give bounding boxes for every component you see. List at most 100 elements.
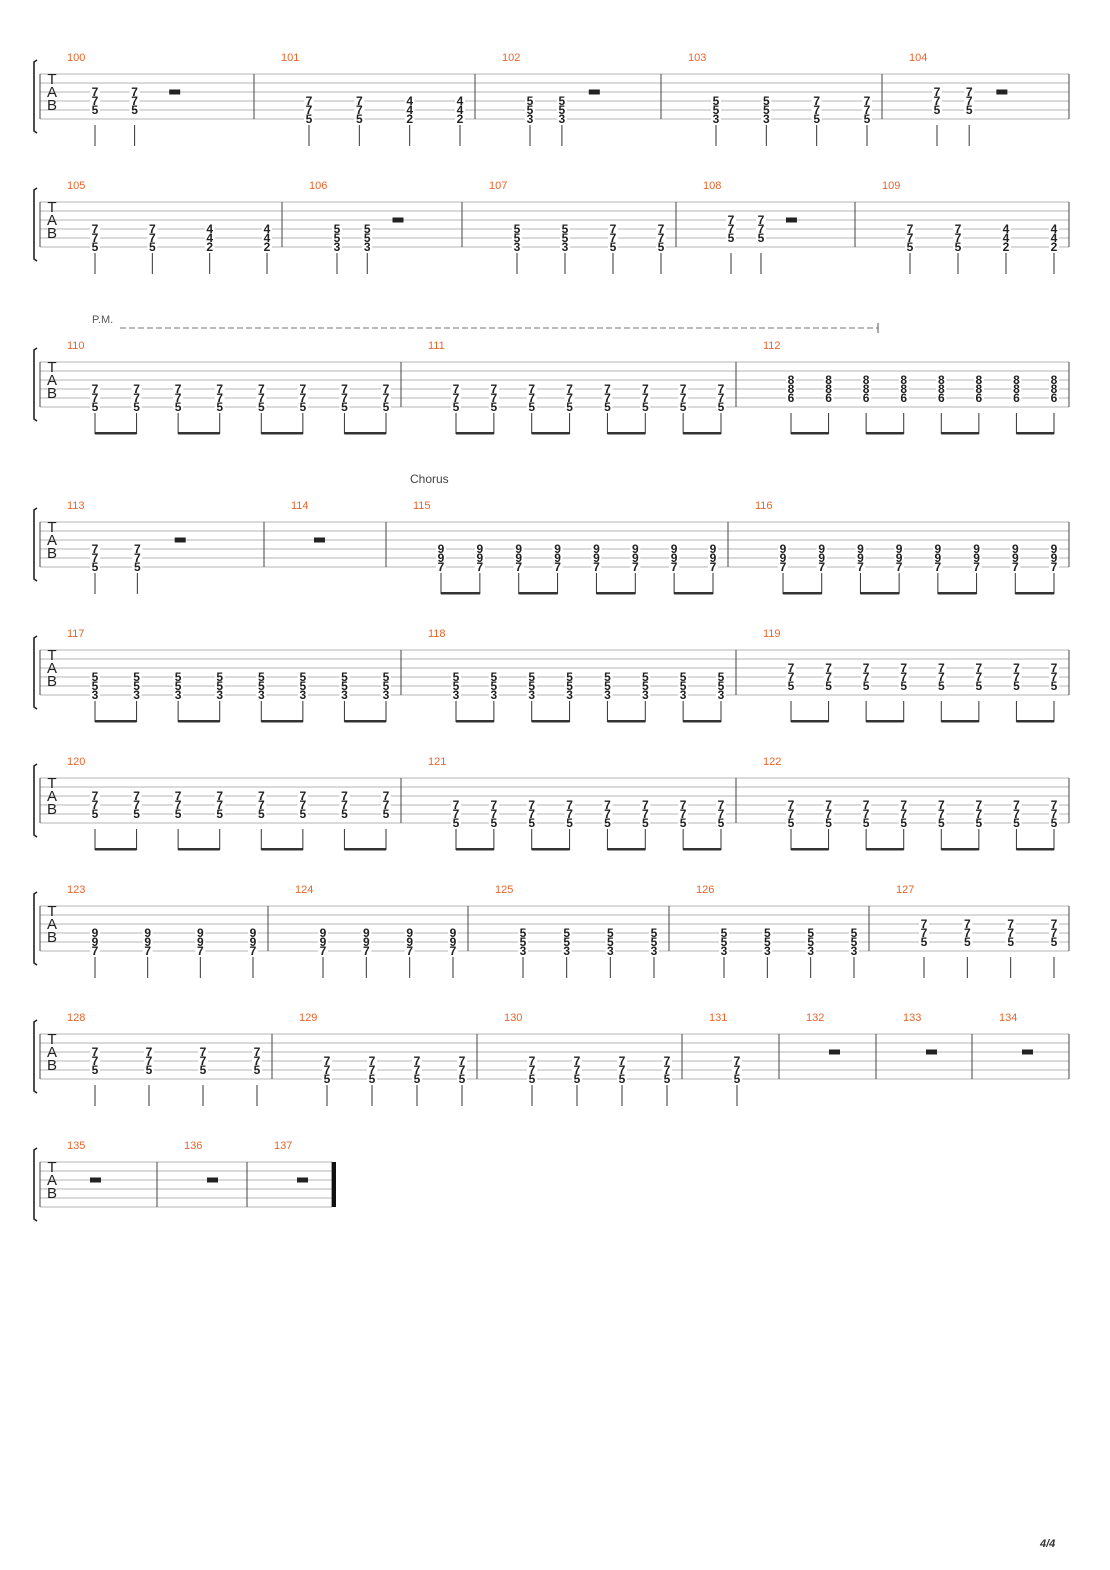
fret-number: 7 — [788, 670, 795, 684]
fret-background — [617, 1074, 627, 1084]
fret-background — [953, 224, 963, 234]
fret-background — [894, 544, 905, 554]
fret-background — [640, 402, 651, 412]
fret-background — [381, 393, 391, 403]
fret-background — [564, 690, 575, 700]
fret-background — [716, 393, 726, 403]
fret-background — [964, 105, 975, 115]
fret-background — [297, 672, 308, 682]
eighth-beam — [941, 720, 979, 723]
fret-background — [332, 233, 342, 243]
fret-background — [932, 544, 943, 554]
fret-number: 5 — [300, 400, 307, 414]
fret-number: 7 — [680, 798, 687, 812]
fret-number: 7 — [938, 670, 945, 684]
fret-number: 5 — [1013, 816, 1020, 830]
fret-number: 7 — [92, 382, 99, 396]
fret-background — [678, 818, 689, 828]
fret-number: 5 — [216, 807, 223, 821]
fret-background — [1005, 919, 1016, 929]
measure-number: 129 — [299, 1012, 317, 1024]
measure-number: 130 — [504, 1012, 522, 1024]
fret-number: 5 — [680, 670, 687, 684]
fret-background — [214, 681, 225, 691]
section-label: Chorus — [410, 472, 449, 486]
measure-number: 103 — [688, 52, 706, 64]
fret-background — [973, 809, 984, 819]
fret-background — [322, 1065, 332, 1075]
fret-number: 5 — [258, 679, 265, 693]
fret-background — [894, 553, 905, 563]
fret-background — [1049, 937, 1059, 947]
fret-background — [811, 114, 822, 124]
fret-number: 7 — [92, 542, 99, 556]
fret-number: 7 — [566, 807, 573, 821]
fret-background — [669, 562, 680, 572]
eighth-beam — [683, 720, 721, 723]
eighth-beam — [607, 848, 646, 851]
fret-number: 5 — [149, 240, 156, 254]
fret-number: 7 — [864, 94, 871, 108]
eighth-beam — [674, 592, 713, 595]
fret-background — [1011, 375, 1022, 385]
fret-background — [488, 402, 499, 412]
fret-number: 7 — [200, 1045, 207, 1059]
fret-number: 7 — [934, 94, 941, 108]
fret-background — [144, 1065, 154, 1075]
fret-background — [811, 105, 822, 115]
fret-number: 7 — [453, 798, 460, 812]
fret-number: 7 — [341, 789, 348, 803]
fret-number: 5 — [680, 400, 687, 414]
fret-background — [564, 681, 575, 691]
fret-background — [214, 690, 225, 700]
fret-background — [905, 224, 915, 234]
fret-background — [608, 233, 618, 243]
fret-background — [512, 242, 522, 252]
fret-background — [173, 791, 184, 801]
fret-background — [630, 562, 641, 572]
fret-number: 9 — [92, 926, 99, 940]
fret-background — [591, 553, 602, 563]
fret-background — [560, 242, 570, 252]
fret-number: 5 — [807, 935, 814, 949]
fret-background — [436, 562, 446, 572]
fret-number: 7 — [459, 1054, 466, 1068]
fret-background — [898, 681, 909, 691]
fret-number: 3 — [514, 240, 521, 254]
fret-background — [708, 562, 718, 572]
tab-clef-letter: B — [47, 1185, 57, 1202]
fret-background — [90, 690, 100, 700]
fret-number: 7 — [1051, 917, 1058, 931]
fret-background — [381, 809, 391, 819]
eighth-beam — [941, 432, 979, 435]
fret-number: 9 — [477, 551, 484, 565]
fret-background — [90, 384, 100, 394]
fret-background — [297, 809, 308, 819]
fret-background — [630, 553, 641, 563]
eighth-beam — [791, 720, 829, 723]
fret-background — [1011, 809, 1022, 819]
fret-number: 9 — [1051, 542, 1058, 556]
fret-background — [404, 96, 415, 106]
fret-number: 9 — [438, 551, 445, 565]
fret-number: 7 — [341, 382, 348, 396]
fret-background — [362, 224, 373, 234]
fret-background — [147, 224, 158, 234]
fret-background — [214, 384, 225, 394]
fret-number: 7 — [642, 798, 649, 812]
fret-background — [488, 681, 499, 691]
eighth-beam — [531, 848, 570, 851]
fret-number: 7 — [341, 391, 348, 405]
fret-background — [173, 393, 184, 403]
measure-number: 111 — [428, 340, 445, 352]
fret-number: 4 — [457, 94, 464, 108]
measure-number: 126 — [696, 884, 714, 896]
fret-number: 5 — [562, 222, 569, 236]
tab-clef-letter: T — [47, 775, 56, 792]
fret-background — [252, 1056, 262, 1066]
fret-background — [526, 800, 537, 810]
fret-background — [451, 681, 461, 691]
fret-background — [778, 544, 788, 554]
fret-number: 7 — [734, 1063, 741, 1077]
whole-rest — [169, 89, 181, 95]
